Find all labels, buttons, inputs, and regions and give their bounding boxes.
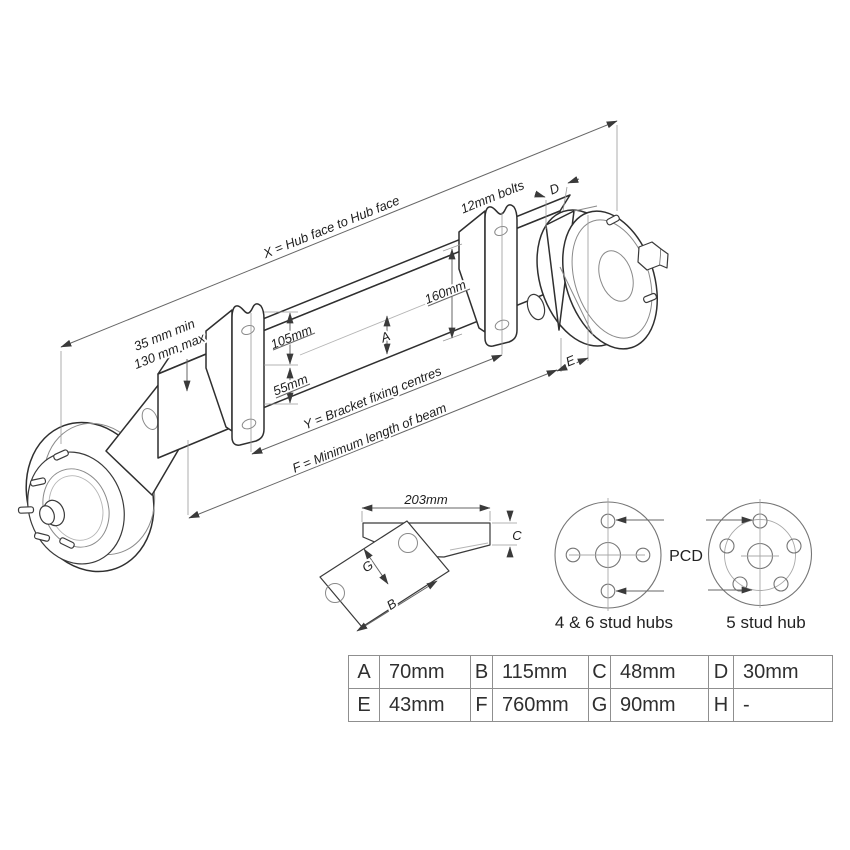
table-cell-key: C <box>588 655 611 689</box>
dimensions-table: A 70mm B 115mm C 48mm D 30mm E 43mm F 76… <box>348 655 833 722</box>
table-cell-value: 70mm <box>379 655 471 689</box>
bracket-detail-view: 203mm C G B <box>319 490 524 632</box>
dim-label-x: X = Hub face to Hub face <box>260 193 402 262</box>
table-cell-key: F <box>470 688 493 722</box>
caption-5-stud: 5 stud hub <box>726 613 805 632</box>
table-row: E 43mm F 760mm G 90mm H - <box>348 688 833 722</box>
wheel-studs-left <box>17 449 75 549</box>
arm-hole <box>141 408 159 430</box>
hub-stud-diagrams: PCD 4 & 6 stud hubs 5 stud hub <box>554 498 813 632</box>
dim-label-c: C <box>512 528 522 543</box>
caption-4-6-stud: 4 & 6 stud hubs <box>555 613 673 632</box>
table-cell-value: 90mm <box>610 688 709 722</box>
table-cell-key: E <box>348 688 380 722</box>
table-cell-key: A <box>348 655 380 689</box>
hub-nut <box>637 241 662 271</box>
dim-label-e: E <box>563 352 577 369</box>
table-cell-value: - <box>733 688 833 722</box>
hub-diagram-4-6-stud <box>554 498 664 611</box>
dim-label-203: 203mm <box>403 492 448 507</box>
table-cell-key: D <box>708 655 734 689</box>
table-cell-value: 43mm <box>379 688 471 722</box>
bracket-hole <box>398 533 418 553</box>
table-cell-value: 30mm <box>733 655 833 689</box>
dim-line-x <box>60 120 618 348</box>
table-cell-key: B <box>470 655 493 689</box>
table-cell-value: 760mm <box>492 688 589 722</box>
dim-label-d: D <box>547 180 561 197</box>
table-cell-value: 48mm <box>610 655 709 689</box>
hub-diagram-5-stud <box>706 499 813 608</box>
dim-label-f: F = Minimum length of beam <box>290 400 449 476</box>
table-cell-key: H <box>708 688 734 722</box>
table-cell-value: 115mm <box>492 655 589 689</box>
bracket-hole <box>325 583 345 603</box>
axle-assembly-view: X = Hub face to Hub face 35 mm min 130 m… <box>17 120 669 573</box>
table-row: A 70mm B 115mm C 48mm D 30mm <box>348 655 833 689</box>
pcd-label: PCD <box>669 548 703 565</box>
table-cell-key: G <box>588 688 611 722</box>
